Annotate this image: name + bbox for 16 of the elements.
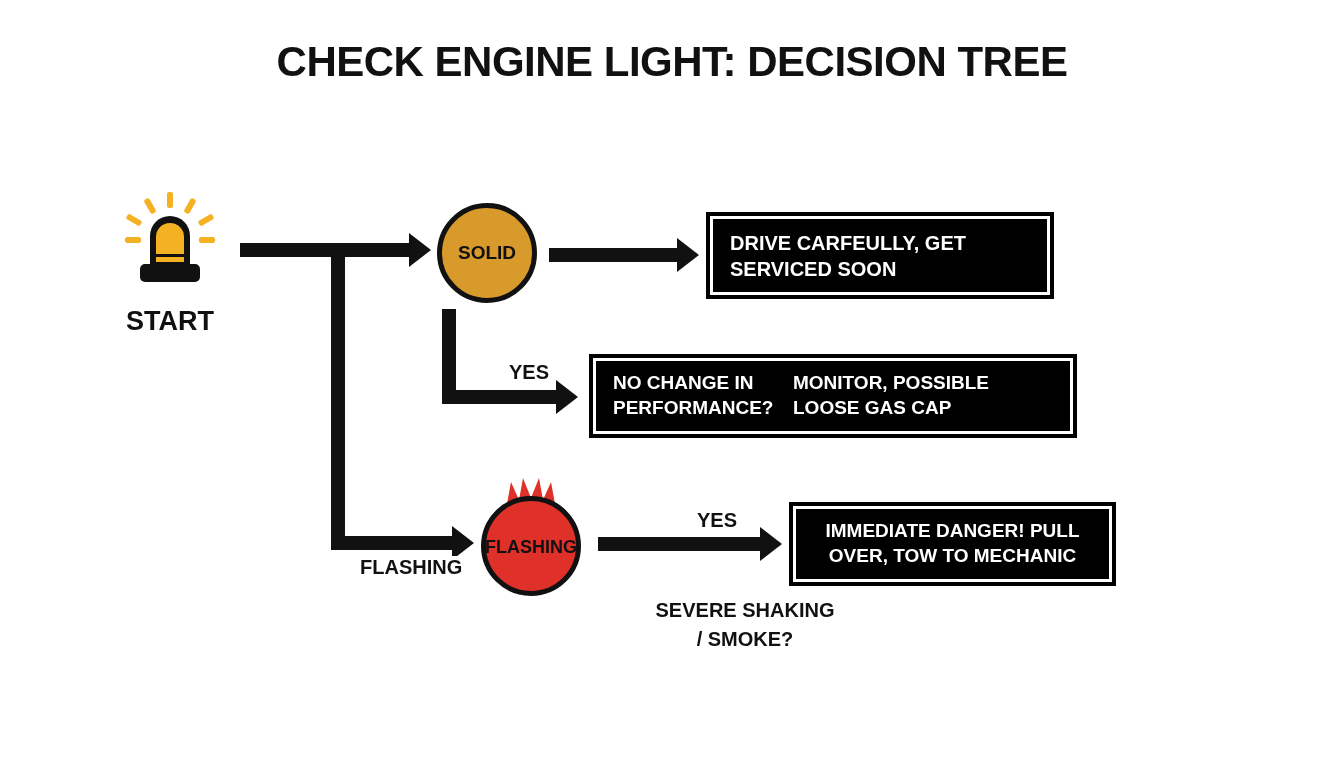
arrow <box>442 309 578 414</box>
condition-label: SEVERE SHAKING / SMOKE? <box>654 598 836 652</box>
box-text: IMMEDIATE DANGER! PULL OVER, TOW TO MECHANIC <box>824 519 1081 568</box>
node-label: FLASHING <box>485 537 577 558</box>
box-text: NO CHANGE IN PERFORMANCE? <box>613 371 773 420</box>
box-text: DRIVE CARFEULLY, GET SERVICED SOON <box>730 230 967 282</box>
start-label: START <box>126 306 214 337</box>
state-circle <box>478 478 584 598</box>
title: CHECK ENGINE LIGHT: DECISION TREE <box>275 38 1069 86</box>
box-text: MONITOR, POSSIBLE LOOSE GAS CAP <box>793 371 990 420</box>
question-box <box>590 355 1076 437</box>
node-label: SOLID <box>457 242 517 264</box>
action-box <box>790 503 1115 585</box>
action-box <box>707 213 1053 298</box>
arrow <box>598 527 782 561</box>
arrow <box>549 238 699 272</box>
